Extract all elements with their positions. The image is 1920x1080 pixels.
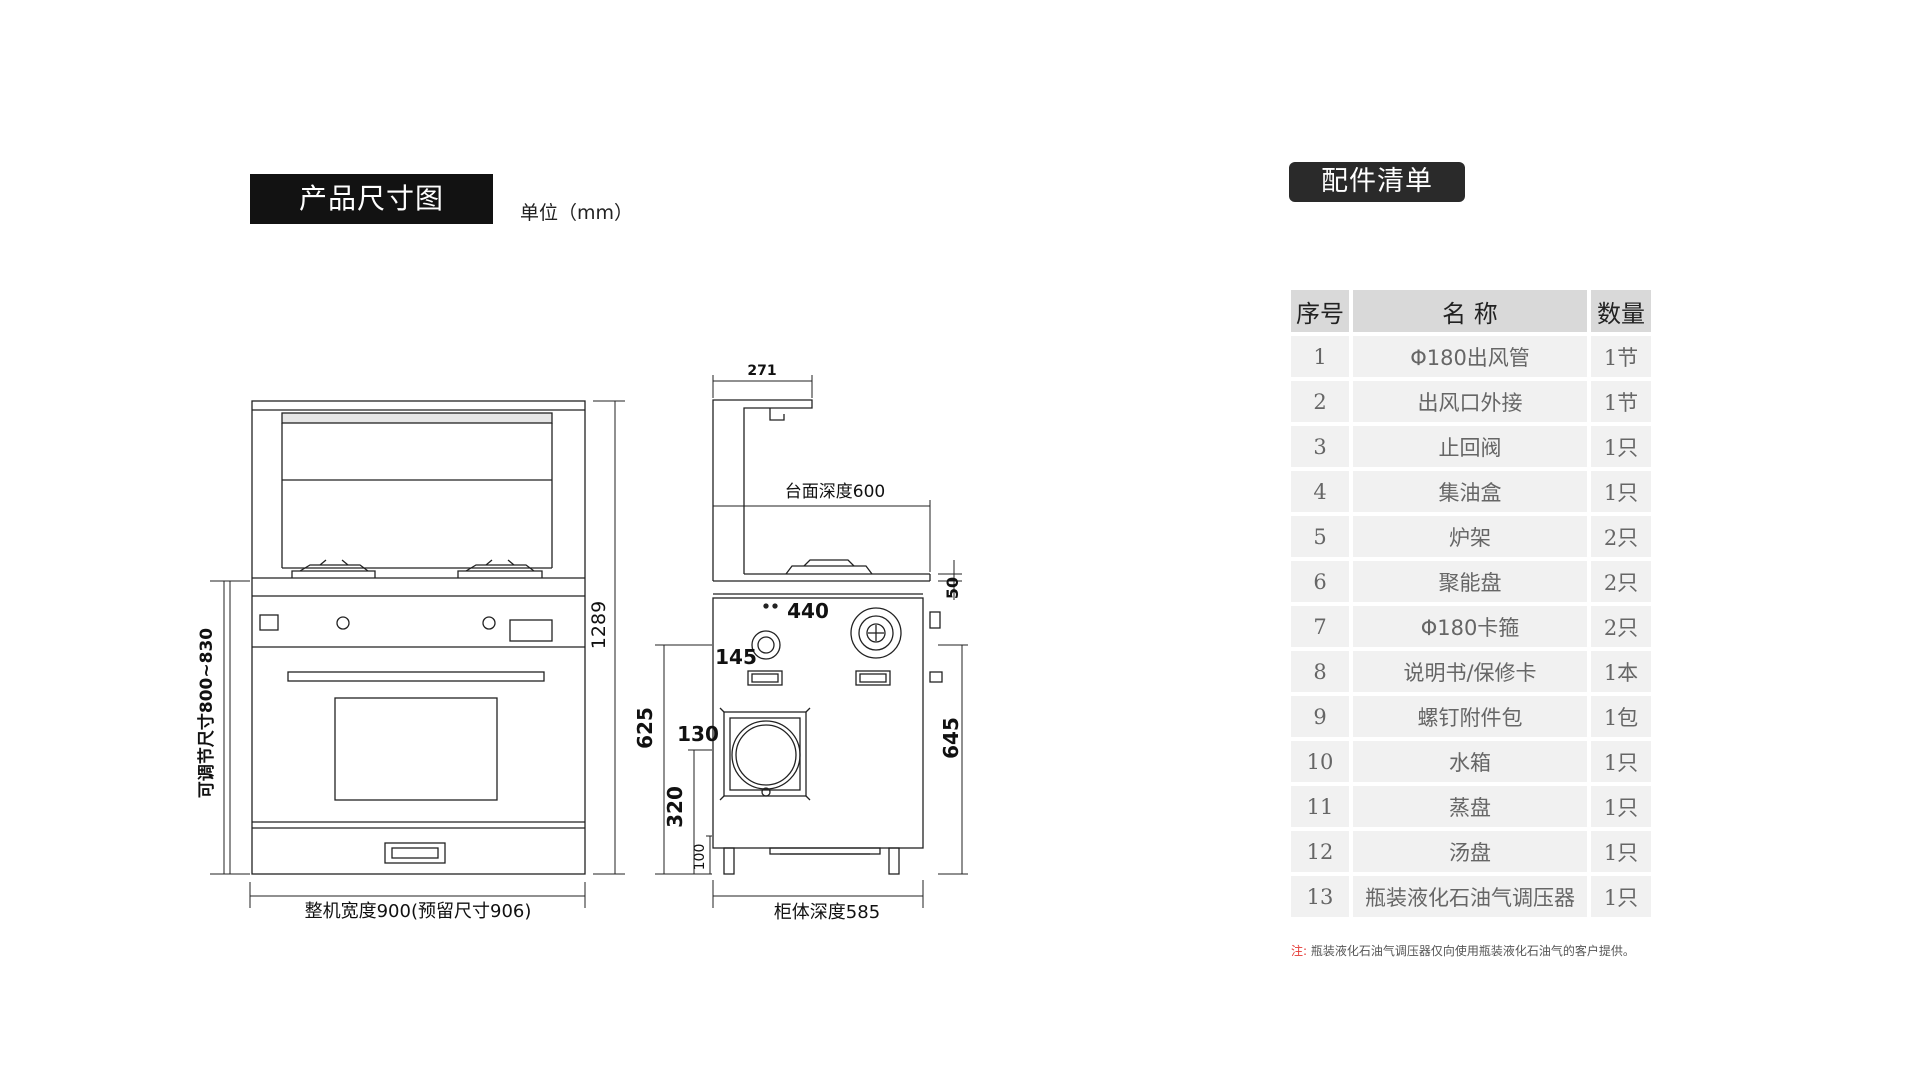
dim-320: 320 [663, 786, 687, 828]
row-name: 聚能盘 [1353, 561, 1587, 602]
unit-label: 单位（mm） [520, 202, 634, 224]
dim-645: 645 [939, 717, 963, 759]
row-index: 12 [1291, 831, 1349, 872]
row-qty: 1包 [1591, 696, 1651, 737]
row-qty: 1节 [1591, 381, 1651, 422]
row-index: 10 [1291, 741, 1349, 782]
air-outlet [719, 707, 811, 801]
row-index: 5 [1291, 516, 1349, 557]
table-header-row: 序号 名 称 数量 [1291, 290, 1651, 332]
dim-adjustable-height: 可调节尺寸800~830 [196, 628, 217, 798]
row-name: 汤盘 [1353, 831, 1587, 872]
row-qty: 1本 [1591, 651, 1651, 692]
row-index: 13 [1291, 876, 1349, 917]
row-index: 1 [1291, 336, 1349, 377]
row-index: 6 [1291, 561, 1349, 602]
row-name: 蒸盘 [1353, 786, 1587, 827]
dim-145: 145 [715, 645, 757, 669]
dim-cabinet-depth: 柜体深度585 [774, 902, 880, 923]
row-name: 水箱 [1353, 741, 1587, 782]
dim-total-width: 整机宽度900(预留尺寸906) [305, 901, 532, 922]
row-name: 说明书/保修卡 [1353, 651, 1587, 692]
footnote: 注: 瓶装液化石油气调压器仅向使用瓶装液化石油气的客户提供。 [1291, 942, 1635, 959]
dim-625: 625 [633, 707, 657, 749]
side-dimension-lines [655, 375, 968, 908]
row-index: 11 [1291, 786, 1349, 827]
row-index: 8 [1291, 651, 1349, 692]
row-name: Φ180出风管 [1353, 336, 1587, 377]
footnote-text: 瓶装液化石油气调压器仅向使用瓶装液化石油气的客户提供。 [1310, 944, 1635, 958]
dim-top-width: 271 [747, 363, 776, 379]
row-name: 集油盒 [1353, 471, 1587, 512]
front-view [251, 400, 586, 875]
footnote-mark: 注: [1291, 944, 1308, 958]
row-name: Φ180卡箍 [1353, 606, 1587, 647]
dim-total-height: 1289 [588, 601, 610, 649]
row-qty: 1只 [1591, 786, 1651, 827]
row-index: 2 [1291, 381, 1349, 422]
dim-counter-thickness: 50 [943, 577, 962, 599]
header-name: 名 称 [1353, 290, 1587, 332]
header-qty: 数量 [1591, 290, 1651, 332]
row-qty: 1只 [1591, 471, 1651, 512]
front-dimension-lines [210, 400, 625, 908]
dim-counter-depth: 台面深度600 [785, 482, 885, 502]
row-qty: 2只 [1591, 606, 1651, 647]
burner-right [457, 559, 543, 578]
row-name: 止回阀 [1353, 426, 1587, 467]
dim-130: 130 [677, 722, 719, 746]
row-name: 螺钉附件包 [1353, 696, 1587, 737]
row-index: 7 [1291, 606, 1349, 647]
row-qty: 1只 [1591, 876, 1651, 917]
row-index: 3 [1291, 426, 1349, 467]
row-qty: 2只 [1591, 516, 1651, 557]
drawing-title: 产品尺寸图 [250, 174, 493, 224]
row-name: 炉架 [1353, 516, 1587, 557]
row-qty: 1节 [1591, 336, 1651, 377]
row-qty: 1只 [1591, 426, 1651, 467]
header-index: 序号 [1291, 290, 1349, 332]
side-view [712, 399, 943, 875]
row-index: 9 [1291, 696, 1349, 737]
row-qty: 2只 [1591, 561, 1651, 602]
row-name: 出风口外接 [1353, 381, 1587, 422]
row-qty: 1只 [1591, 741, 1651, 782]
row-index: 4 [1291, 471, 1349, 512]
accessory-title: 配件清单 [1289, 162, 1465, 202]
row-name: 瓶装液化石油气调压器 [1353, 876, 1587, 917]
burner-left [291, 559, 376, 578]
row-qty: 1只 [1591, 831, 1651, 872]
dim-100: 100 [692, 844, 708, 871]
dim-440: 440 [787, 599, 829, 623]
